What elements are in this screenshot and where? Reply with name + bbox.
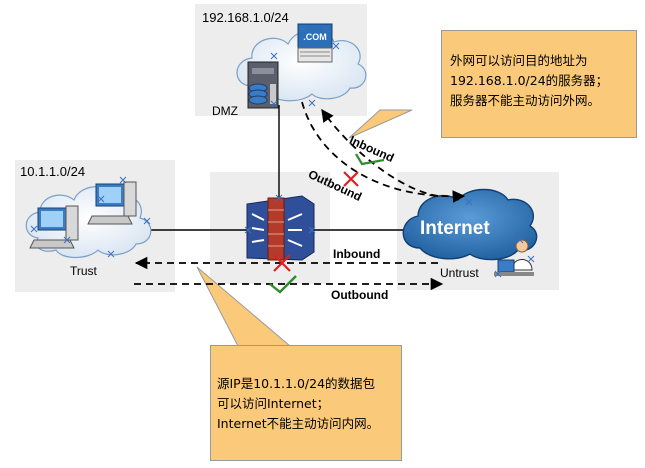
internet-cloud — [402, 188, 538, 261]
dmz-outbound-flow — [301, 101, 466, 203]
com-badge: .COM — [303, 32, 327, 42]
firewall-icon — [246, 195, 315, 261]
dmz-policy-note: 外网可以访问目的地址为 192.168.1.0/24的服务器； 服务器不能主动访… — [441, 30, 637, 138]
dmz-note-line-2: 192.168.1.0/24的服务器； — [450, 73, 609, 88]
dmz-note-pointer — [348, 109, 413, 139]
remote-user-icon — [494, 239, 534, 276]
dmz-subnet-label: 192.168.1.0/24 — [202, 10, 289, 25]
trust-inbound-label: Inbound — [333, 247, 381, 261]
trust-outbound-allowed-check — [269, 275, 297, 294]
dmz-note-line-1: 外网可以访问目的地址为 — [450, 53, 588, 68]
trust-note-line-1: 源IP是10.1.1.0/24的数据包 — [217, 376, 376, 391]
trust-policy-note: 源IP是10.1.1.0/24的数据包 可以访问Internet； Intern… — [210, 345, 402, 461]
dmz-server-icon — [247, 61, 279, 109]
dmz-zone-label: DMZ — [212, 104, 238, 118]
trust-inbound-denied-cross — [273, 254, 291, 272]
trust-note-line-3: Internet不能主动访问内网。 — [217, 416, 380, 431]
internet-cloud-label: Internet — [420, 218, 490, 239]
untrust-zone-label: Untrust — [440, 266, 479, 280]
trust-subnet-label: 10.1.1.0/24 — [20, 164, 86, 179]
dmz-note-line-3: 服务器不能主动访问外网。 — [450, 93, 601, 108]
dmz-inbound-allowed-check — [355, 153, 385, 166]
dmz-inbound-flow — [321, 108, 439, 197]
trust-outbound-label: Outbound — [331, 288, 389, 302]
dmz-outbound-denied-cross — [343, 171, 359, 187]
trust-note-pointer — [196, 266, 292, 347]
trust-note-line-2: 可以访问Internet； — [217, 396, 330, 411]
trust-pc-left — [29, 205, 79, 249]
trust-zone-label: Trust — [70, 264, 97, 278]
